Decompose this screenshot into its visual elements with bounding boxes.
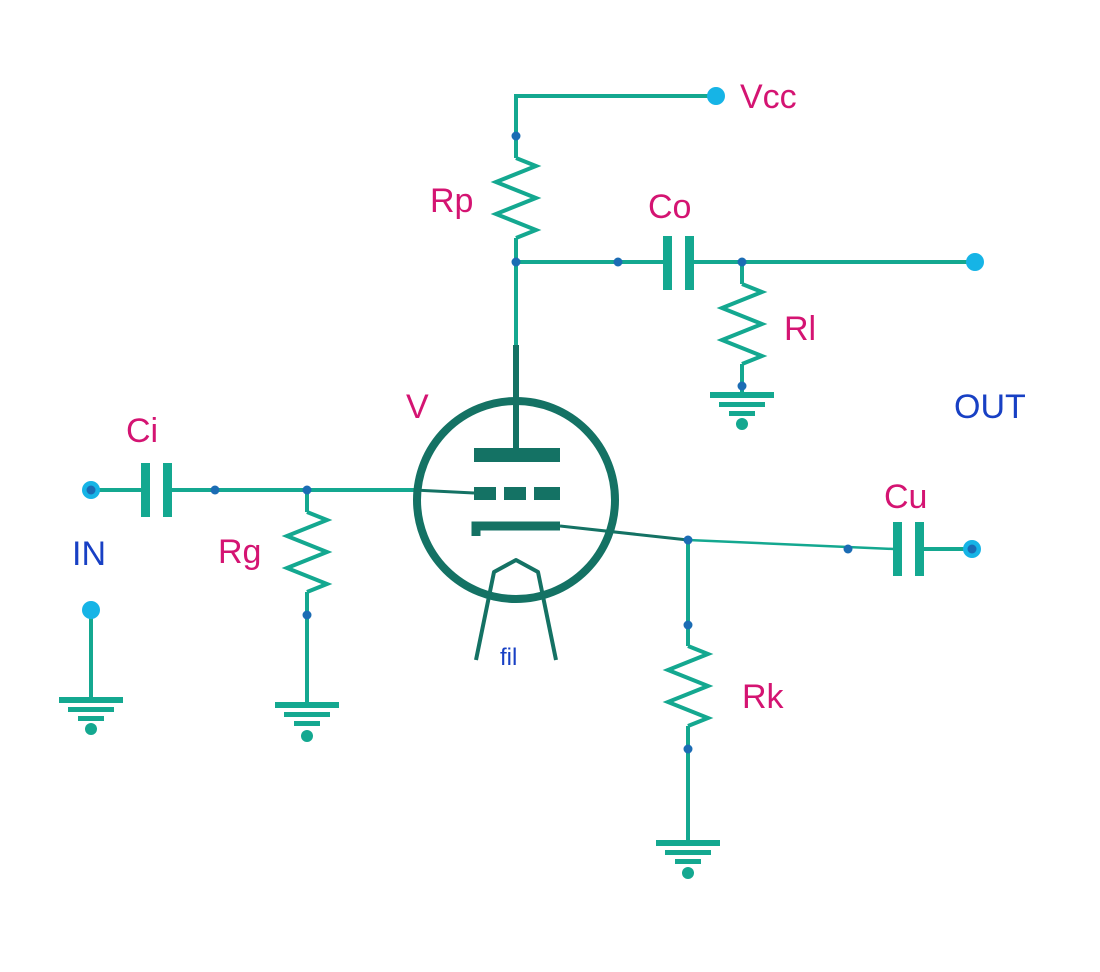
node xyxy=(86,485,96,495)
grid-lead xyxy=(413,488,475,495)
capacitor-co xyxy=(663,236,694,290)
resistors xyxy=(281,156,768,728)
tube-filament xyxy=(474,558,558,661)
resistor-rg xyxy=(281,510,333,594)
capacitor-ci xyxy=(141,463,172,517)
tube-plate xyxy=(474,448,560,462)
node xyxy=(683,620,693,630)
terminals xyxy=(82,87,984,619)
label-rp: Rp xyxy=(430,182,473,220)
junction-nodes xyxy=(86,131,977,754)
vcc-terminal[interactable] xyxy=(707,87,725,105)
cathode-lead xyxy=(559,524,689,542)
node xyxy=(737,257,747,267)
capacitor-cu xyxy=(893,522,924,576)
label-rk: Rk xyxy=(742,678,785,716)
node xyxy=(302,610,312,620)
ground-rl xyxy=(710,392,774,430)
node xyxy=(843,544,853,554)
resistor-rp xyxy=(490,156,542,240)
node xyxy=(683,744,693,754)
label-ci: Ci xyxy=(126,412,158,450)
ground-rk xyxy=(656,840,720,879)
node xyxy=(511,257,521,267)
label-rl: Rl xyxy=(784,310,816,348)
cathode-to-cu-wire xyxy=(687,538,895,551)
node xyxy=(613,257,623,267)
capacitors xyxy=(141,236,924,576)
node xyxy=(967,544,977,554)
label-cu: Cu xyxy=(884,478,927,516)
in-ground-terminal[interactable] xyxy=(82,601,100,619)
label-fil: fil xyxy=(500,644,517,671)
node xyxy=(511,131,521,141)
resistor-rk xyxy=(662,644,714,728)
node xyxy=(302,485,312,495)
label-out: OUT xyxy=(954,388,1026,426)
ground-in xyxy=(59,697,123,735)
node xyxy=(737,381,747,391)
node xyxy=(683,535,693,545)
wires xyxy=(89,94,975,840)
vcc-wire xyxy=(514,94,716,158)
label-in: IN xyxy=(72,535,106,573)
label-v: V xyxy=(406,388,429,426)
label-vcc: Vcc xyxy=(740,78,797,116)
tube-grid xyxy=(474,487,560,500)
label-rg: Rg xyxy=(218,533,261,571)
vacuum-tube xyxy=(413,345,689,661)
node xyxy=(210,485,220,495)
label-co: Co xyxy=(648,188,691,226)
ground-rg xyxy=(275,702,339,742)
labels: Vcc Rp Co Rl OUT V Ci IN Rg Cu Rk fil xyxy=(72,78,1026,716)
tube-cathode xyxy=(471,521,560,536)
out-terminal[interactable] xyxy=(966,253,984,271)
resistor-rl xyxy=(716,282,768,366)
